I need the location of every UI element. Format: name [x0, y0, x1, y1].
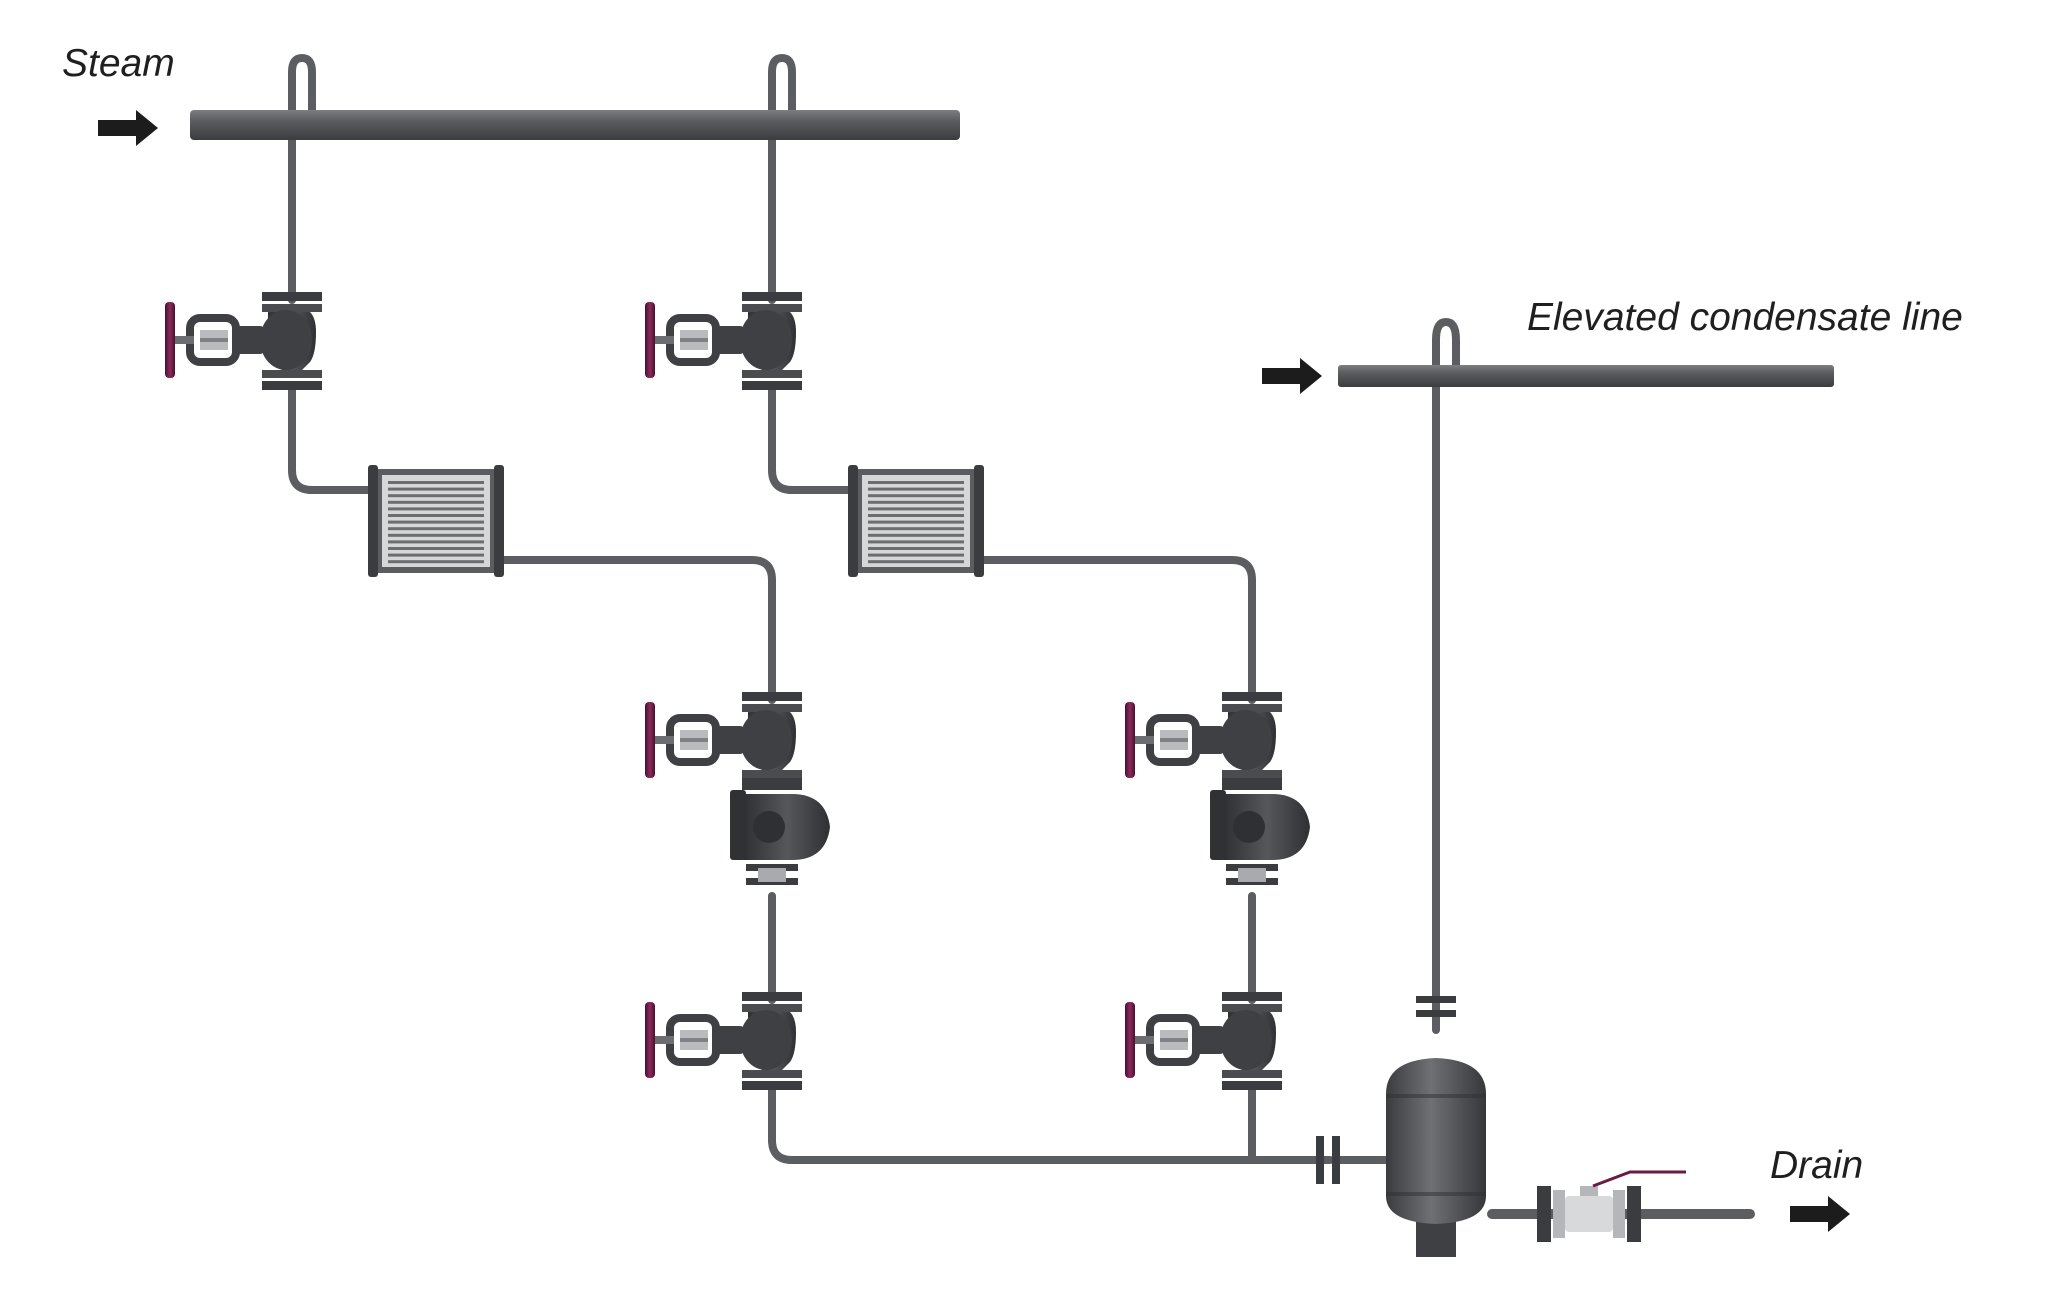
steam-drop-1 [288, 54, 316, 139]
exchanger-fin [388, 481, 484, 484]
exchanger-fin [388, 520, 484, 524]
globe-valve-icon[interactable] [1125, 692, 1282, 790]
exchanger-fin [388, 494, 484, 498]
receiver-tank-icon [1386, 1058, 1486, 1257]
exchanger-fin [868, 487, 964, 491]
heat-exchanger-icon [368, 465, 504, 577]
exchanger-fin [868, 527, 964, 531]
globe-valve-icon[interactable] [165, 292, 322, 390]
exchanger-fin [868, 500, 964, 504]
exchanger-fin [388, 507, 484, 511]
steam-trap-icon [1210, 778, 1310, 885]
exchanger-fin [388, 553, 484, 557]
exchanger-fin [868, 520, 964, 524]
exchanger-fin [868, 494, 964, 498]
exchanger-fin [868, 540, 964, 544]
elevated-condensate-pipe [1338, 365, 1834, 387]
heat-exchanger-icon [848, 465, 984, 577]
steam-header-pipe [190, 110, 960, 140]
valve-to-exchanger-2 [768, 384, 860, 494]
exchanger-fin [868, 533, 964, 537]
flow-arrow-icon [98, 110, 158, 146]
exchanger-fin [868, 560, 964, 564]
exchanger-fin [388, 547, 484, 550]
globe-valve-icon[interactable] [645, 292, 802, 390]
exchanger-fin [388, 540, 484, 544]
exchanger-fin [388, 560, 484, 564]
valve-to-return-1 [768, 1086, 1334, 1164]
exchanger-fin [868, 547, 964, 550]
globe-valve-icon[interactable] [1125, 992, 1282, 1090]
riser-flange [1416, 996, 1456, 1017]
exchanger-fin [388, 500, 484, 504]
exchanger-to-trap-2 [972, 556, 1256, 704]
steam-drop-2 [768, 54, 796, 139]
exchanger-fin [388, 533, 484, 537]
return-line-flange [1316, 1136, 1390, 1184]
exchanger-fin [388, 514, 484, 517]
steam-label: Steam [62, 42, 175, 85]
flow-arrow-icon [1262, 358, 1322, 394]
riser-to-elevated-line [1432, 318, 1460, 1034]
exchanger-fin [868, 553, 964, 557]
ball-valve-icon[interactable] [1537, 1170, 1686, 1242]
steam-trap-icon [730, 778, 830, 885]
exchanger-fin [868, 514, 964, 517]
exchanger-fin [868, 507, 964, 511]
exchanger-fin [388, 487, 484, 491]
pipe-network [288, 54, 1755, 1219]
globe-valve-icon[interactable] [645, 992, 802, 1090]
valve-to-exchanger-1 [288, 384, 380, 494]
drain-label: Drain [1770, 1144, 1864, 1187]
flow-arrow-icon [1790, 1196, 1850, 1232]
exchanger-fin [868, 481, 964, 484]
globe-valve-icon[interactable] [645, 692, 802, 790]
exchanger-to-trap-1 [492, 556, 776, 704]
elevated-condensate-line-label: Elevated condensate line [1527, 296, 1963, 339]
exchanger-fin [388, 527, 484, 531]
